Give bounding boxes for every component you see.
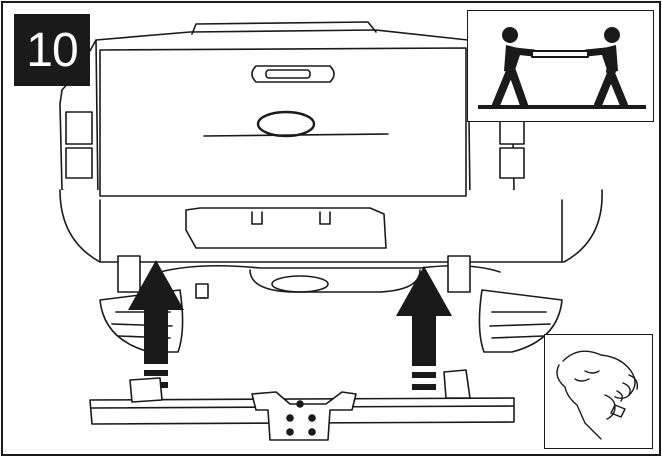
hand-tighten-icon (556, 350, 639, 440)
up-arrow-right (396, 266, 452, 366)
truck-body (59, 21, 603, 293)
two-person-lift-inset (467, 10, 654, 122)
up-arrow-right-dash-2 (412, 384, 436, 390)
hand-tighten-inset (544, 334, 653, 449)
rear-step-bar (89, 369, 515, 441)
up-arrow-left-dash (144, 370, 168, 376)
up-arrow-right-dash (412, 372, 436, 378)
two-person-lift-icon (478, 27, 646, 109)
step-number-badge: 10 (14, 14, 90, 86)
up-arrow-left (128, 260, 184, 364)
